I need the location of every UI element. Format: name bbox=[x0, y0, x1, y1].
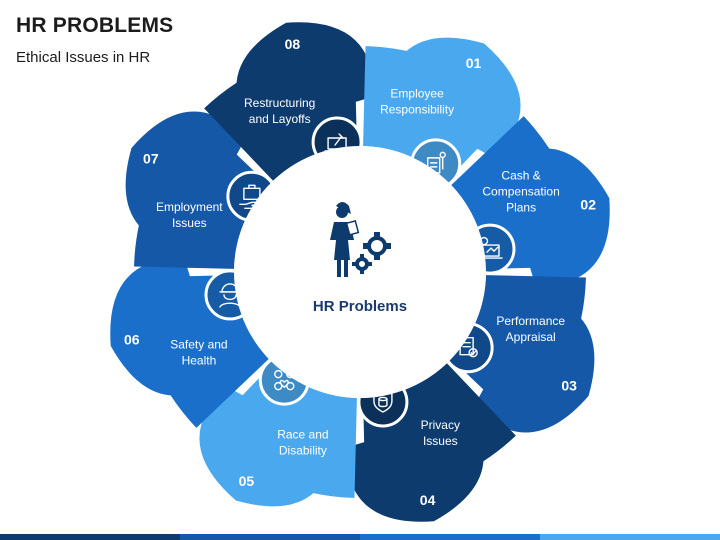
footer-stripe bbox=[540, 534, 720, 540]
footer-stripe bbox=[0, 534, 180, 540]
segment-label-line: Responsibility bbox=[380, 102, 454, 116]
segment-label-line: Restructuring bbox=[244, 96, 315, 110]
hr-manager-gears-icon bbox=[330, 202, 391, 277]
segment-label-line: Disability bbox=[279, 444, 327, 458]
segment-label-line: Appraisal bbox=[506, 330, 556, 344]
segment-number: 06 bbox=[124, 332, 140, 348]
segment-shape bbox=[451, 275, 586, 428]
segment-label-line: Issues bbox=[172, 216, 207, 230]
segment-number: 02 bbox=[580, 196, 596, 212]
segment-label-line: Employment bbox=[156, 200, 223, 214]
segment-label-line: Employee bbox=[390, 86, 444, 100]
segment-number: 05 bbox=[239, 473, 255, 489]
page-title: HR PROBLEMS bbox=[16, 14, 174, 37]
segment-number: 01 bbox=[466, 55, 482, 71]
segment-shape bbox=[363, 46, 516, 181]
footer-color-bar bbox=[0, 534, 720, 540]
segment-shape bbox=[134, 116, 269, 269]
segment-label-line: Privacy bbox=[421, 418, 460, 432]
segment-number: 08 bbox=[285, 36, 301, 52]
segment-label-line: Issues bbox=[423, 434, 458, 448]
footer-stripe bbox=[360, 534, 540, 540]
footer-stripe bbox=[180, 534, 360, 540]
segment-label-line: Health bbox=[182, 353, 217, 367]
page-subtitle: Ethical Issues in HR bbox=[16, 49, 151, 66]
segment-number: 07 bbox=[143, 150, 159, 166]
segment-label-line: Cash & bbox=[501, 169, 540, 183]
segment-label-line: Safety and bbox=[170, 337, 227, 351]
segment-number: 03 bbox=[561, 378, 577, 394]
segment-shape bbox=[204, 363, 357, 498]
segment-number: 04 bbox=[420, 492, 436, 508]
segment-label-line: and Layoffs bbox=[249, 112, 311, 126]
segment-label-line: Compensation bbox=[482, 185, 559, 199]
privacy-shield-icon bbox=[373, 390, 393, 413]
center-title: HR Problems bbox=[313, 298, 407, 315]
segment-label-line: Performance bbox=[496, 314, 565, 328]
segment-label-line: Race and bbox=[277, 428, 328, 442]
segment-label-line: Plans bbox=[506, 201, 536, 215]
